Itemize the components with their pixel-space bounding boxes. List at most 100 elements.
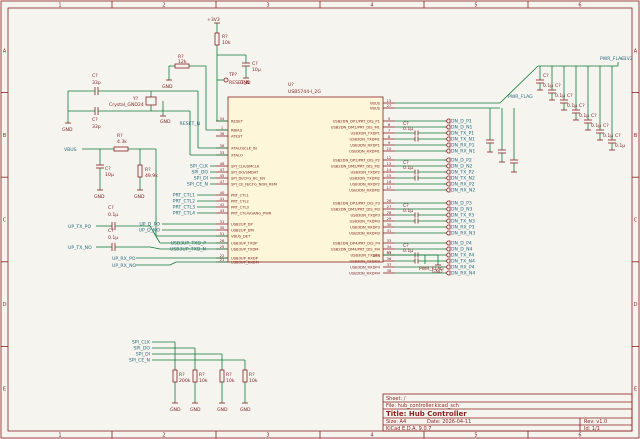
ic-left-pin-num: 36 (220, 144, 225, 148)
spi-resistor-ref: R? (199, 372, 205, 378)
frame-col-top-5: 5 (474, 3, 477, 9)
dn-label-flag (445, 224, 451, 230)
pwr-flag-1v2: PWR_FLAG (600, 56, 625, 62)
title-block: Sheet: / File: hub_controller.kicad_sch … (382, 393, 633, 432)
net-up-d-no: UP_D_NO (139, 228, 161, 234)
ic-right-pin-num: 30 (387, 223, 392, 227)
dn-label-flag (445, 175, 451, 181)
net-spi-do: SPI_DO (192, 170, 209, 176)
title-block-tool: KiCad E.D.A. 9.0.7 (386, 426, 431, 432)
ic-right-pin-num: 13 (387, 99, 392, 103)
net-label-dn-rx-n1: DN_RX_N1 (451, 149, 475, 155)
ic-right-pin-label: USB2DN_DM1/PRT_DIS_M1 (331, 125, 380, 129)
ic-right-pin-num: 33 (387, 239, 392, 243)
net-vbus: VBUS (64, 147, 77, 153)
ic-left-pin-label: PRT_CTL3 (231, 205, 249, 209)
net-prt-ctl4: PRT_CTL4 (173, 211, 195, 217)
title-block-rev: Rev: v1.0 (584, 419, 607, 425)
dn-label-flag (445, 187, 451, 193)
net-label-dn-tx-n1: DN_TX_N1 (451, 137, 475, 143)
ic-left-pin-label: RESET (231, 119, 244, 123)
net-spi-di: SPI_DI (194, 176, 208, 182)
ic-right-pin-num: 10 (387, 147, 392, 151)
ic-left-pin-label: SPI_DO/SMDAT (231, 170, 259, 174)
gnd-c-top: GND (240, 80, 251, 86)
frame-col-top-3: 3 (266, 3, 269, 9)
ic-right-pin-label: USB3DN_RXDP2 (350, 182, 380, 186)
ic-right-pin-num: 26 (387, 199, 392, 203)
ic-right-pin-num: 15 (387, 174, 392, 178)
dn-label-flag (445, 148, 451, 154)
spi-resistor-value: 10k (226, 378, 235, 384)
ic-left-pin-label: SPI_CLK/SMCLK (231, 164, 260, 168)
dn-label-flag (445, 169, 451, 175)
frame-row-right-E: E (634, 387, 637, 393)
dn-label-flag (445, 258, 451, 264)
ic-right-pin-num: 6 (388, 123, 391, 127)
title-block-date: Date: 2026-04-11 (427, 419, 471, 425)
frame-row-right-B: B (634, 133, 638, 139)
spi-resistor-value: 200k (179, 378, 191, 384)
net-label-dn-tx-n4: DN_TX_N4 (451, 259, 475, 265)
ic-left-pin-num: 21 (220, 258, 225, 262)
c-top-ref: C? (252, 61, 258, 67)
gnd-xtal-left: GND (62, 127, 73, 133)
spi-resistor-ref: R? (179, 372, 185, 378)
ic-right-pin-label: USB3DN_TXDP2 (350, 170, 380, 174)
net-prt-ctl3: PRT_CTL3 (173, 205, 195, 211)
c-up1-ref: C? (108, 205, 114, 211)
ic-right-pin-label: USB3DN_RXDP4 (350, 265, 381, 269)
ic-body[interactable] (227, 96, 384, 263)
ic-right-pin-num: 34 (387, 245, 392, 249)
frame-row-left-C: C (3, 218, 7, 224)
ic-left-pin-num: 47 (220, 180, 225, 184)
dn-label-flag (445, 200, 451, 206)
ic-left-pin-num: 30 (220, 226, 225, 230)
ic-right-pin-label: USB2DN_DP1/PRT_DIS_P1 (333, 119, 380, 123)
ic-right-pin-label: USB3DN_RXDM1 (349, 149, 380, 153)
dn-label-flag (445, 270, 451, 276)
c-vb-value: 10µ (105, 172, 114, 178)
bypass-cap-ref: C? (579, 103, 585, 109)
ic-left-pin-num: 31 (220, 220, 225, 224)
ic-right-pin-label: USB3DN_TXDM1 (349, 137, 380, 141)
c-x2-value: 33p (92, 124, 101, 130)
net-label-dn-tx-n3: DN_TX_N3 (451, 219, 475, 225)
dn-label-flag (445, 240, 451, 246)
ic-left-pin-label: ATEST (231, 134, 243, 138)
vbus-to-rail-wire (499, 65, 539, 104)
r-top-value: 10k (222, 40, 231, 46)
c-x2-ref: C? (92, 117, 98, 123)
net-up-rx-no: UP_RX_NO (112, 263, 137, 269)
ic-right-pin-num: 29 (387, 217, 392, 221)
ic-right-pin-label: VBUS (370, 106, 381, 110)
c-x1-value: 33p (92, 80, 101, 86)
frame-row-left-E: E (3, 387, 6, 393)
net-bottom-spi-di: SPI_DI (136, 352, 150, 358)
ic-right-pin-label: USB3DN_TXDM2 (349, 176, 380, 180)
frame-col-bottom-6: 6 (578, 433, 581, 439)
gnd-vss: GND (432, 269, 443, 275)
ic-right-pin-num: 8 (388, 135, 391, 139)
c-top-value: 10µ (252, 67, 261, 73)
net-label-dn-rx-p4: DN_RX_P4 (451, 265, 475, 271)
c-x1-ref: C? (92, 73, 98, 79)
dn-tx-cap-value: 0.1µ (403, 165, 413, 171)
ic-right-pin-label: USB2DN_DM4/PRT_DIS_M4 (331, 247, 381, 251)
ic-right-pin-label: USB3DN_TXDP4 (350, 253, 380, 257)
net-bottom-spi-do: SPI_DO (134, 346, 151, 352)
xtal-value: Crystal_GND24 (109, 102, 144, 108)
title-block-file: File: hub_controller.kicad_sch (386, 403, 459, 409)
dn-label-flag (445, 264, 451, 270)
ic-left-pin-num: 41 (220, 197, 225, 201)
ic-ref: U? (288, 82, 294, 88)
gnd-r-vb2: GND (134, 194, 145, 200)
title-block-title: Title: Hub Controller (386, 410, 467, 418)
net-up-rx-po: UP_RX_PO (112, 256, 136, 262)
spi-resistor-ref: R? (226, 372, 232, 378)
dn-label-flag (445, 163, 451, 169)
title-block-id: Id: 1/1 (584, 426, 600, 432)
vbus-detect-circuit: VBUS R? 4.3k C? 10µ GND R? 49.9k GND (64, 133, 228, 237)
ic-right-pin-num: 5 (388, 117, 391, 121)
